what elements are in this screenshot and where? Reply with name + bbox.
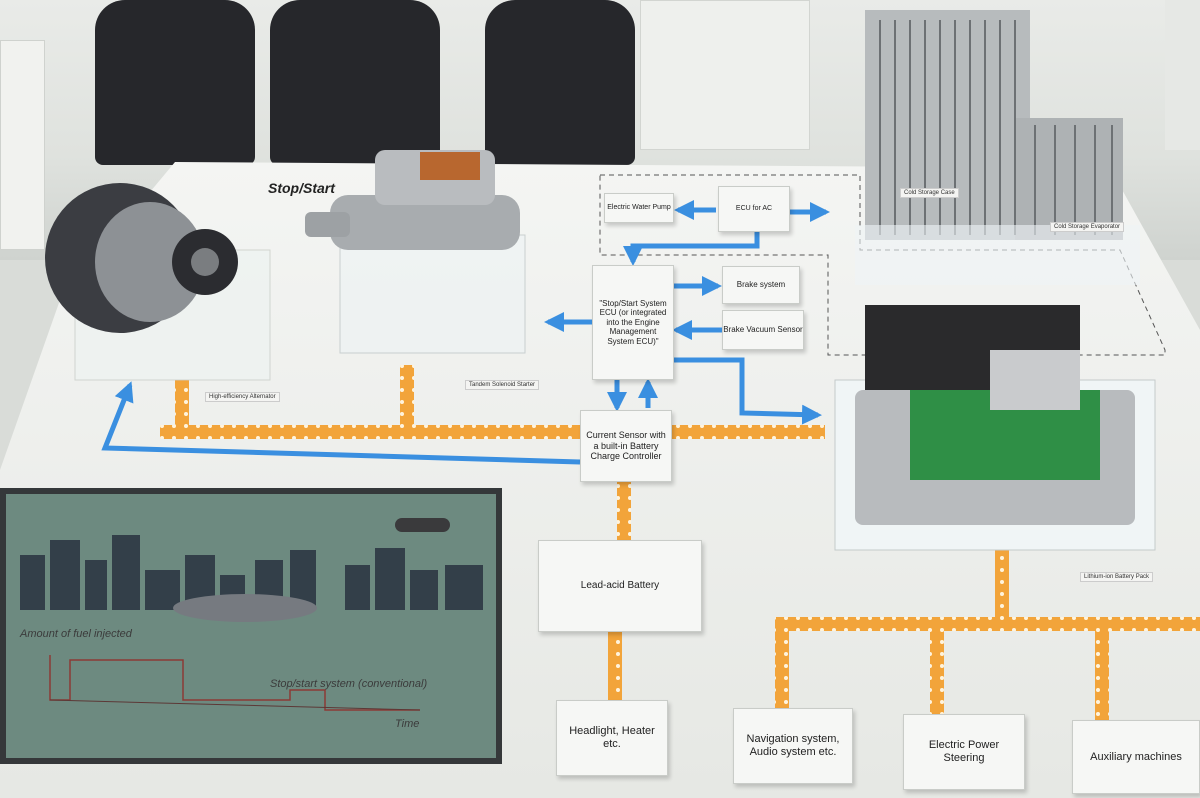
evaporator-tag: Cold Storage Evaporator <box>1050 222 1125 232</box>
side-stand <box>1165 0 1200 150</box>
exhibit-title: Stop/Start <box>268 180 335 196</box>
card-ecu-ac: ECU for AC <box>718 186 790 232</box>
card-navigation: Navigation system, Audio system etc. <box>733 708 853 784</box>
card-text: Electric Water Pump <box>607 203 671 211</box>
card-text: ECU for AC <box>735 204 773 212</box>
card-brake-system: Brake system <box>722 266 800 304</box>
starter-tag: Tandem Solenoid Starter <box>465 380 540 390</box>
card-text: "Stop/Start System ECU (or integrated in… <box>599 298 667 346</box>
card-text: Brake Vacuum Sensor <box>723 325 803 335</box>
visitor-silhouette <box>95 0 255 165</box>
card-text: Lead-acid Battery <box>580 580 660 592</box>
card-text: Brake system <box>736 280 786 290</box>
card-auxiliary: Auxiliary machines <box>1072 720 1200 794</box>
card-headlight: Headlight, Heater etc. <box>556 700 668 776</box>
card-water-pump: Electric Water Pump <box>604 193 674 223</box>
evaporator-model <box>855 10 1140 285</box>
card-text: Headlight, Heater etc. <box>569 725 655 750</box>
display-kiosk <box>0 40 45 250</box>
card-current-sensor: Current Sensor with a built-in Battery C… <box>580 410 672 482</box>
signal-lines <box>101 200 830 465</box>
card-text: Electric Power Steering <box>928 739 1000 764</box>
lithium-battery-model <box>834 305 1156 551</box>
card-lead-acid-battery: Lead-acid Battery <box>538 540 702 632</box>
card-power-steering: Electric Power Steering <box>903 714 1025 790</box>
card-stop-start-ecu: "Stop/Start System ECU (or integrated in… <box>592 265 674 380</box>
visitor-silhouette <box>485 0 635 165</box>
evaporator-case-tag: Cold Storage Case <box>900 188 959 198</box>
starter-model <box>305 150 526 354</box>
card-text: Current Sensor with a built-in Battery C… <box>586 430 666 462</box>
card-text: Auxiliary machines <box>1090 750 1182 763</box>
visitor-silhouette <box>270 0 440 165</box>
screen-x-label: Time <box>395 718 420 730</box>
card-brake-vacuum: Brake Vacuum Sensor <box>722 310 804 350</box>
dashed-zone <box>599 174 1166 356</box>
card-text: Navigation system, Audio system etc. <box>746 733 840 758</box>
alternator-tag: High-efficiency Alternator <box>205 392 280 402</box>
lithium-battery-tag: Lithium-ion Battery Pack <box>1080 572 1154 582</box>
screen-series-label: Stop/start system (conventional) <box>270 678 428 690</box>
display-stand <box>640 0 810 150</box>
screen-y-label: Amount of fuel injected <box>20 628 132 640</box>
info-screen <box>0 488 502 764</box>
alternator-model <box>45 183 271 381</box>
